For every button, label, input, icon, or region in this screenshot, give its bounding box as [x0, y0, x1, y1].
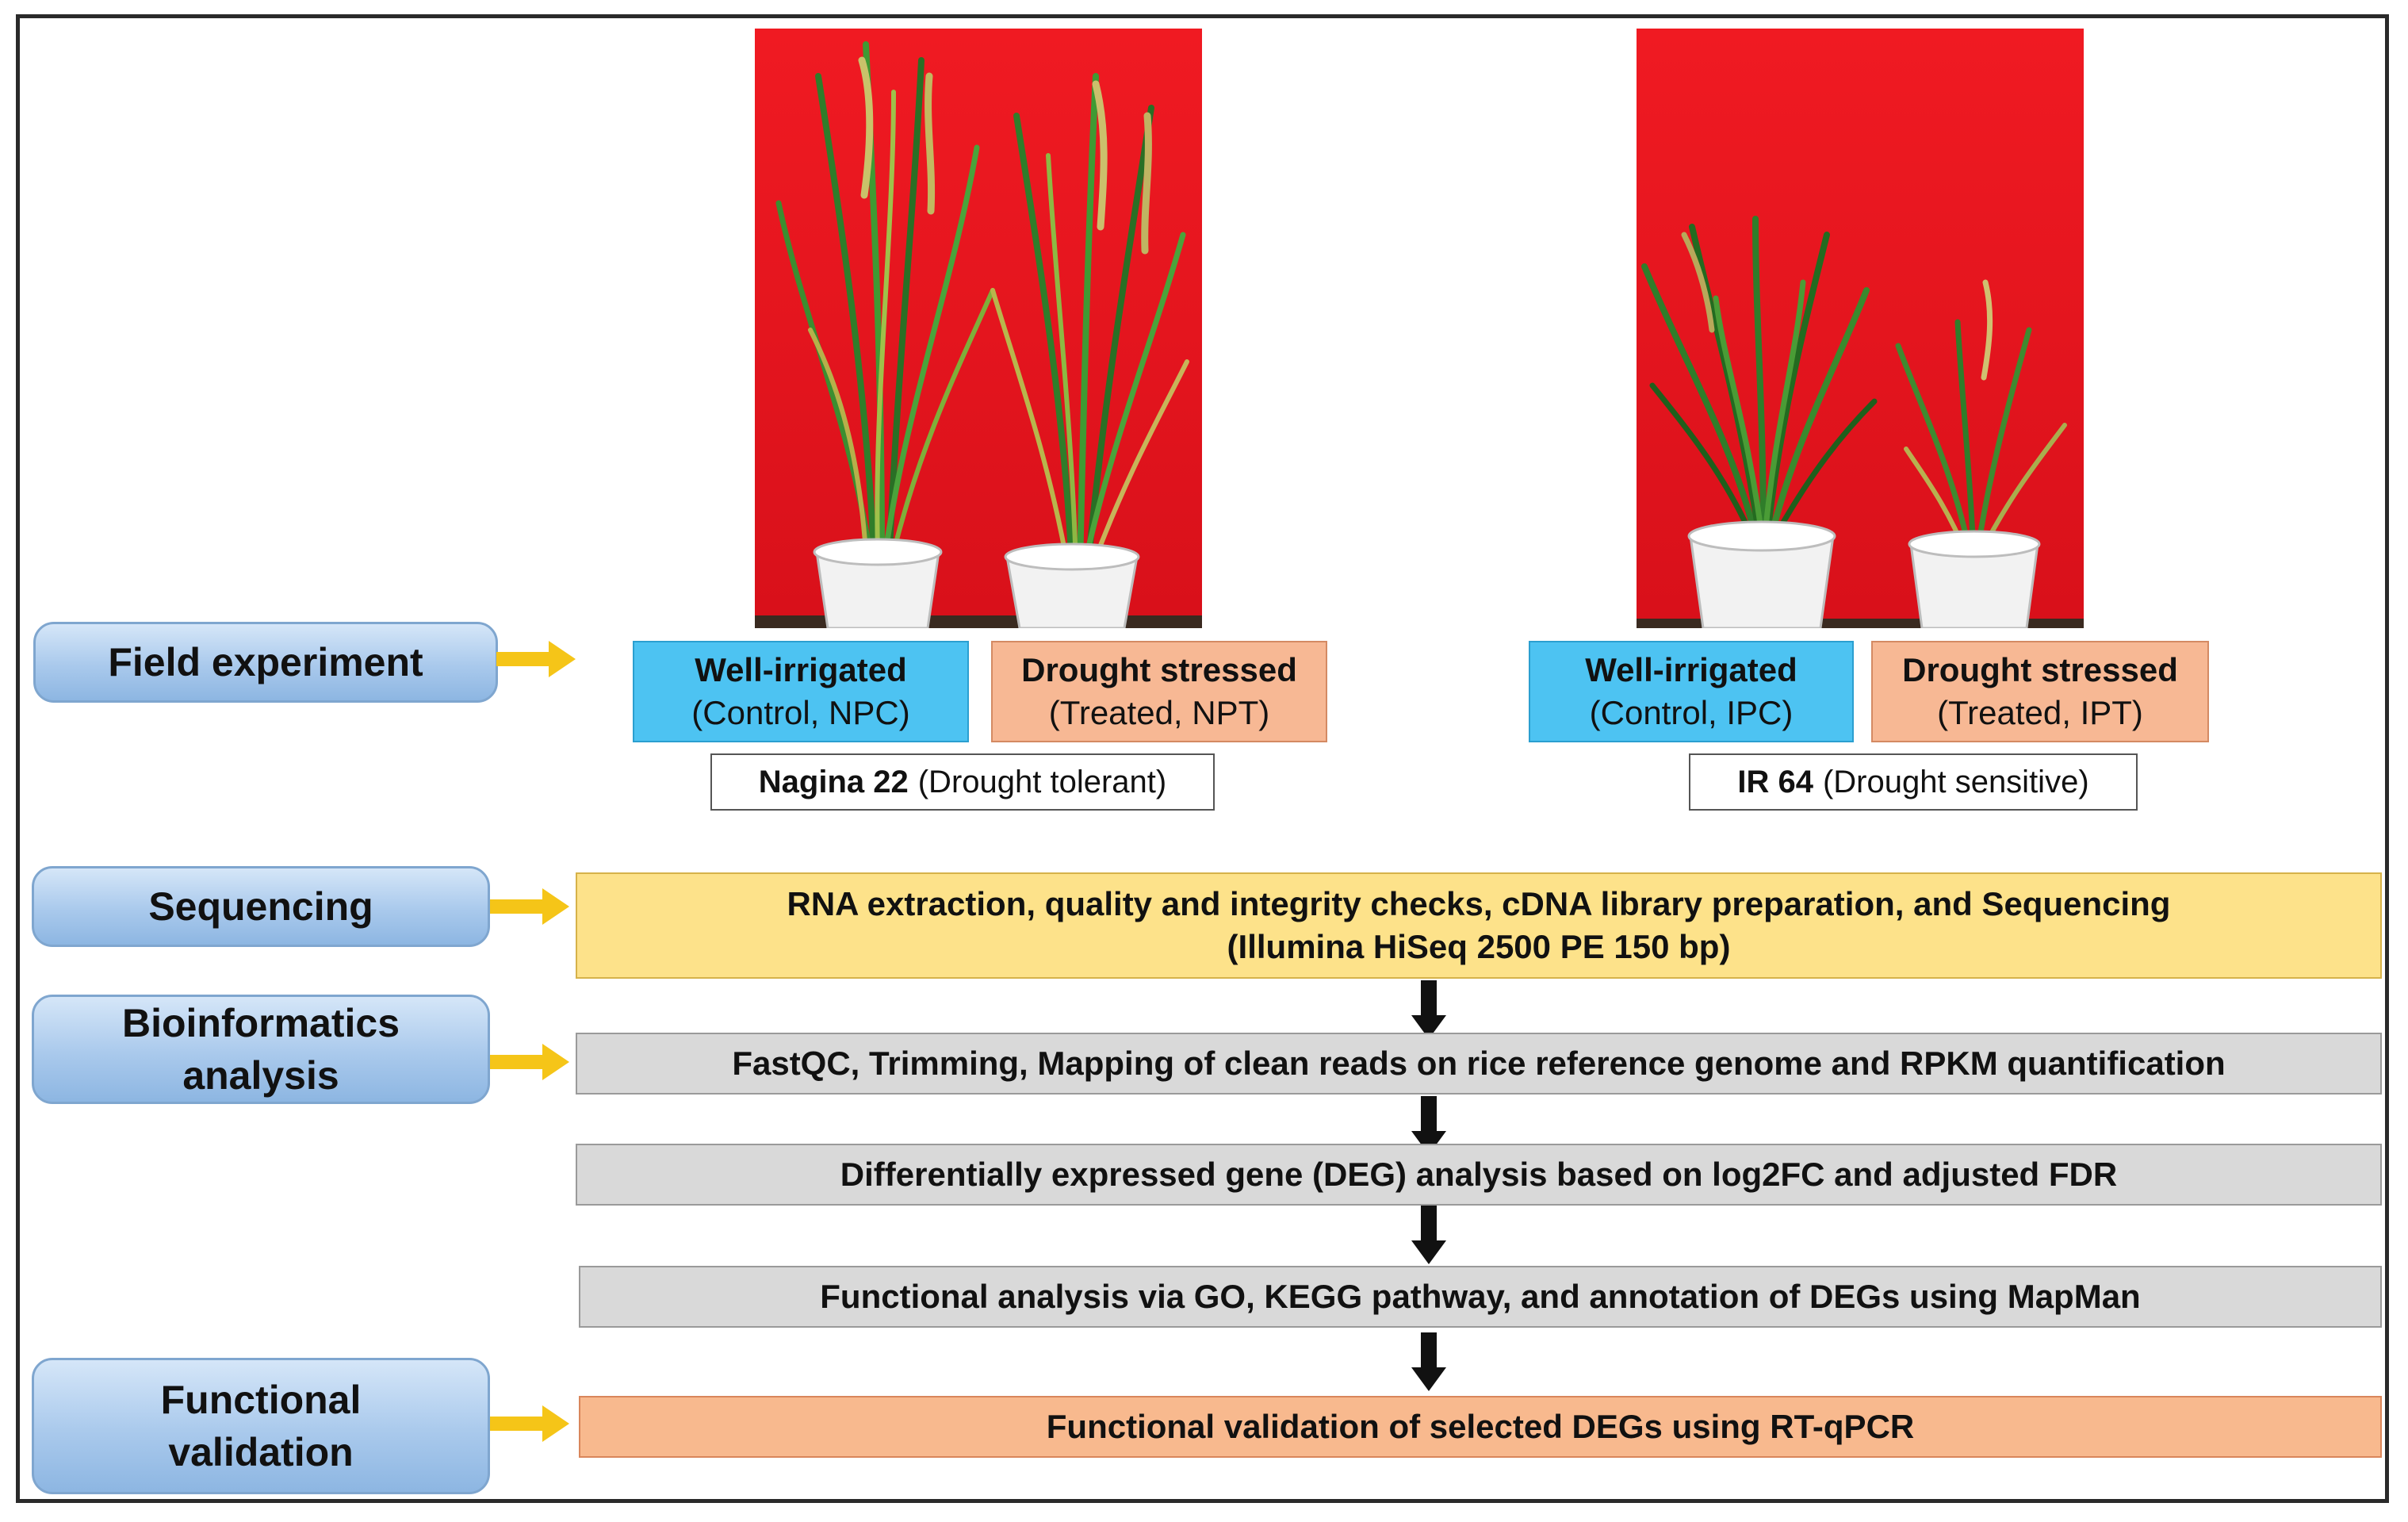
sequencing-stage: Sequencing [32, 866, 490, 947]
ir64-variety-note: (Drought sensitive) [1822, 764, 2089, 799]
nagina-variety-name: Nagina 22 [758, 764, 909, 799]
down-arrow-icon [1411, 1096, 1446, 1155]
deg-analysis-step-box: Differentially expressed gene (DEG) anal… [576, 1144, 2382, 1206]
ir64-variety-name: IR 64 [1737, 764, 1813, 799]
sequencing-step-line1: RNA extraction, quality and integrity ch… [787, 885, 2171, 922]
validation-step-box: Functional validation of selected DEGs u… [579, 1396, 2382, 1458]
nagina-treated-box: Drought stressed (Treated, NPT) [991, 641, 1327, 742]
validation-step-text: Functional validation of selected DEGs u… [1046, 1408, 1915, 1445]
ir64-control-box: Well-irrigated (Control, IPC) [1529, 641, 1854, 742]
nagina-variety-note: (Drought tolerant) [917, 764, 1167, 799]
right-arrow-icon [496, 641, 576, 677]
bioinformatics-stage: Bioinformatics analysis [32, 995, 490, 1104]
functional-analysis-step-box: Functional analysis via GO, KEGG pathway… [579, 1266, 2382, 1328]
deg-analysis-step-text: Differentially expressed gene (DEG) anal… [840, 1156, 2118, 1193]
mapping-step-text: FastQC, Trimming, Mapping of clean reads… [732, 1045, 2226, 1082]
field-experiment-label: Field experiment [108, 640, 423, 684]
functional-validation-stage: Functional validation [32, 1358, 490, 1494]
down-arrow-icon [1411, 1332, 1446, 1391]
nagina22-plants-photo [755, 29, 1202, 628]
ir64-variety-box: IR 64 (Drought sensitive) [1689, 753, 2138, 811]
nagina-treated-sub: (Treated, NPT) [1048, 694, 1270, 731]
mapping-step-box: FastQC, Trimming, Mapping of clean reads… [576, 1033, 2382, 1095]
bioinformatics-label-line2: analysis [182, 1053, 339, 1098]
functional-validation-label-line2: validation [168, 1430, 354, 1474]
functional-validation-label-line1: Functional [160, 1378, 362, 1422]
nagina-control-title: Well-irrigated [695, 651, 907, 688]
nagina-variety-box: Nagina 22 (Drought tolerant) [710, 753, 1215, 811]
sequencing-step-box: RNA extraction, quality and integrity ch… [576, 872, 2382, 979]
nagina-control-box: Well-irrigated (Control, NPC) [633, 641, 969, 742]
sequencing-step-line2: (Illumina HiSeq 2500 PE 150 bp) [1227, 928, 1731, 965]
right-arrow-icon [490, 888, 569, 925]
ir64-control-title: Well-irrigated [1585, 651, 1797, 688]
down-arrow-icon [1411, 1206, 1446, 1264]
bioinformatics-label-line1: Bioinformatics [121, 1001, 400, 1045]
ir64-plants-photo [1637, 29, 2084, 628]
ir64-treated-box: Drought stressed (Treated, IPT) [1871, 641, 2209, 742]
down-arrow-icon [1411, 980, 1446, 1039]
ir64-control-sub: (Control, IPC) [1589, 694, 1794, 731]
nagina-treated-title: Drought stressed [1021, 651, 1297, 688]
field-experiment-stage: Field experiment [33, 622, 498, 703]
ir64-treated-title: Drought stressed [1902, 651, 2178, 688]
sequencing-label: Sequencing [148, 884, 373, 929]
right-arrow-icon [490, 1405, 569, 1442]
right-arrow-icon [490, 1044, 569, 1080]
nagina-control-sub: (Control, NPC) [691, 694, 910, 731]
figure-frame [16, 14, 2389, 1503]
functional-analysis-step-text: Functional analysis via GO, KEGG pathway… [820, 1278, 2141, 1315]
ir64-treated-sub: (Treated, IPT) [1937, 694, 2143, 731]
